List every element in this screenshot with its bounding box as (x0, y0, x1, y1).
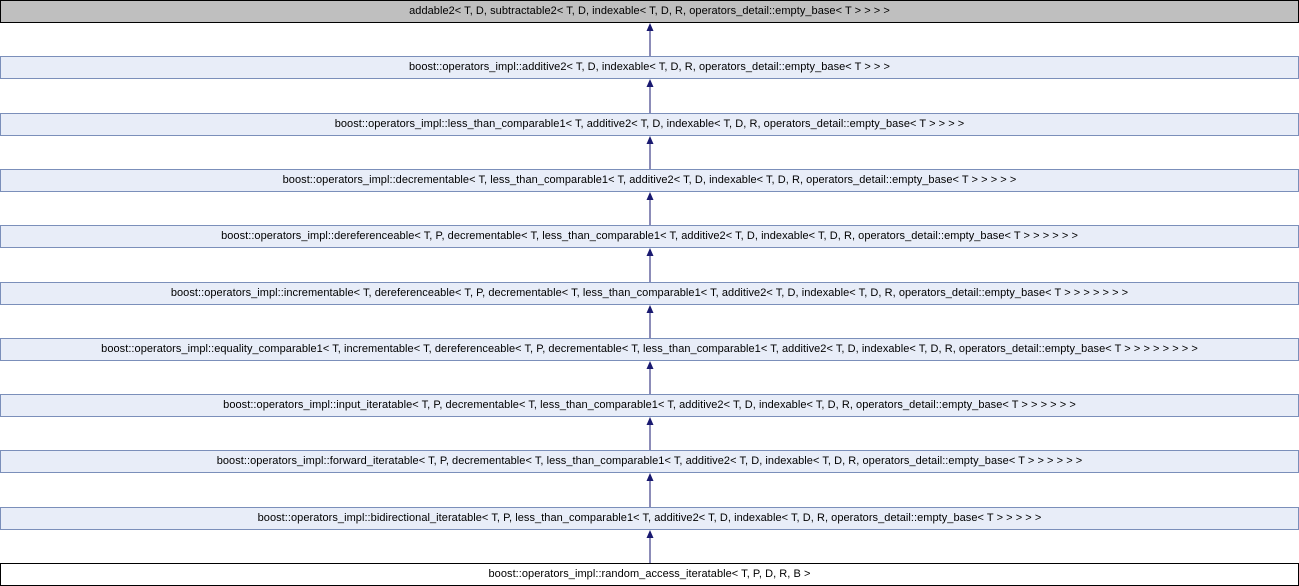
class-node-label: addable2< T, D, subtractable2< T, D, ind… (409, 5, 890, 17)
inheritance-arrowhead (646, 136, 654, 144)
class-node-dereferenceable[interactable]: boost::operators_impl::dereferenceable< … (0, 225, 1299, 248)
class-node-label: boost::operators_impl::incrementable< T,… (170, 287, 1129, 299)
class-node-label: boost::operators_impl::input_iteratable<… (223, 399, 1076, 411)
class-node-label: boost::operators_impl::less_than_compara… (334, 118, 965, 130)
inheritance-arrowhead (646, 79, 654, 87)
class-node-label: boost::operators_impl::additive2< T, D, … (409, 61, 890, 73)
inheritance-arrowhead (646, 530, 654, 538)
inheritance-arrowhead (646, 248, 654, 256)
class-node-label: boost::operators_impl::equality_comparab… (101, 343, 1198, 355)
class-node-label: boost::operators_impl::dereferenceable< … (221, 230, 1078, 242)
inheritance-arrowhead (646, 417, 654, 425)
inheritance-arrowhead (646, 305, 654, 313)
inheritance-arrowhead (646, 473, 654, 481)
class-node-label: boost::operators_impl::forward_iteratabl… (216, 455, 1083, 467)
class-node-additive2[interactable]: boost::operators_impl::additive2< T, D, … (0, 56, 1299, 79)
class-node-less-than-comparable1[interactable]: boost::operators_impl::less_than_compara… (0, 113, 1299, 136)
inheritance-arrowhead (646, 361, 654, 369)
class-node-addable2[interactable]: addable2< T, D, subtractable2< T, D, ind… (0, 0, 1299, 23)
class-node-forward-iteratable[interactable]: boost::operators_impl::forward_iteratabl… (0, 450, 1299, 473)
class-node-input-iteratable[interactable]: boost::operators_impl::input_iteratable<… (0, 394, 1299, 417)
inheritance-arrowhead (646, 23, 654, 31)
class-node-decrementable[interactable]: boost::operators_impl::decrementable< T,… (0, 169, 1299, 192)
class-node-equality-comparable1[interactable]: boost::operators_impl::equality_comparab… (0, 338, 1299, 361)
class-node-bidirectional-iteratable[interactable]: boost::operators_impl::bidirectional_ite… (0, 507, 1299, 530)
class-node-random-access-iteratable-current: boost::operators_impl::random_access_ite… (0, 563, 1299, 586)
class-node-label: boost::operators_impl::random_access_ite… (488, 568, 811, 580)
class-node-label: boost::operators_impl::decrementable< T,… (282, 174, 1017, 186)
class-node-incrementable[interactable]: boost::operators_impl::incrementable< T,… (0, 282, 1299, 305)
class-node-label: boost::operators_impl::bidirectional_ite… (257, 512, 1042, 524)
inheritance-arrowhead (646, 192, 654, 200)
